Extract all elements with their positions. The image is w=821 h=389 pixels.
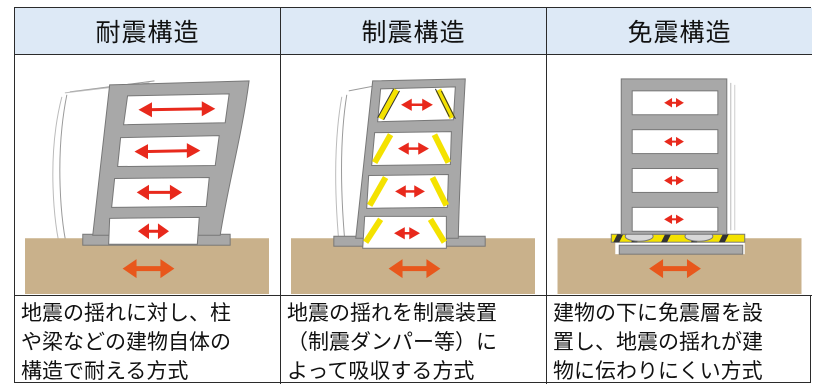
taishin-building-svg (25, 80, 269, 295)
header-menshin: 免震構造 (547, 8, 812, 55)
seishin-illustration (281, 55, 547, 296)
menshin-illustration (547, 55, 812, 296)
taishin-illustration (15, 55, 281, 296)
ground-shake-arrow (388, 259, 441, 279)
motion-line (59, 94, 71, 260)
ground-shake-arrow (649, 259, 701, 279)
header-seishin: 制震構造 (281, 8, 547, 55)
damper-braces (363, 88, 456, 244)
damper-outlines (377, 88, 456, 120)
isolation-base-slab (618, 244, 744, 255)
floor-sway-arrows (394, 98, 433, 240)
menshin-building-svg (557, 78, 802, 295)
seismic-structure-comparison-table: 耐震構造 制震構造 免震構造 (14, 7, 812, 384)
description-taishin: 地震の揺れに対し、柱 や梁などの建物自体の 構造で耐える方式 (15, 296, 281, 384)
floor-sway-arrows (134, 101, 216, 240)
header-taishin: 耐震構造 (15, 8, 281, 55)
ground-shake-arrow (122, 259, 175, 279)
floor-sway-arrows (664, 98, 684, 225)
motion-line (52, 96, 64, 260)
description-menshin: 建物の下に免震層を設 置し、地震の揺れが建 物に伝わりにくい方式 (553, 301, 763, 383)
description-seishin: 地震の揺れを制震装置 （制震ダンパー等）に よって吸収する方式 (281, 296, 547, 384)
seishin-building-svg (291, 78, 535, 295)
